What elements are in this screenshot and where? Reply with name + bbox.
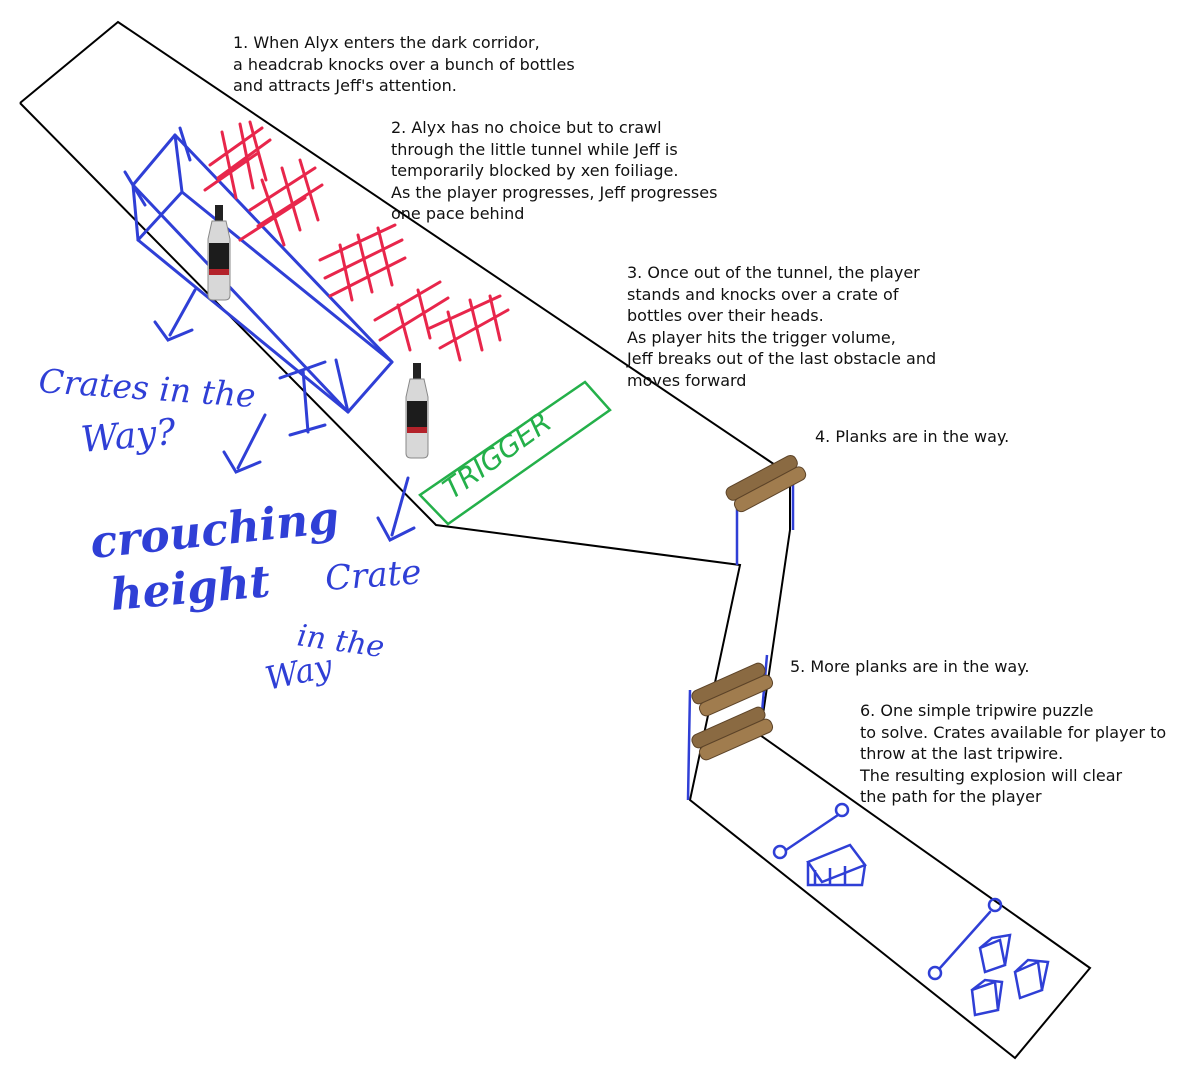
crawl-tunnel: [123, 126, 394, 437]
note-1: 1. When Alyx enters the dark corridor, a…: [233, 33, 575, 95]
note-5: 5. More planks are in the way.: [790, 657, 1030, 676]
note-3: 3. Once out of the tunnel, the player st…: [627, 263, 937, 390]
tripwire-icon: [772, 802, 1003, 981]
note-crouching-line1: crouching: [88, 492, 342, 569]
crate-icon: [806, 843, 867, 887]
sketch-arrows: [153, 288, 416, 542]
note-crates-in-way-line2: Way?: [79, 412, 178, 461]
note-2: 2. Alyx has no choice but to crawl throu…: [391, 118, 718, 223]
plank-icon: [725, 454, 807, 513]
plank-icon: [691, 662, 774, 717]
trigger-volume: TRIGGER: [418, 380, 612, 526]
plank-barrier-4: [725, 454, 807, 565]
note-crate-line3: Way: [262, 646, 337, 697]
note-crate-line1: Crate: [324, 552, 423, 599]
note-crates-in-way-line1: Crates in the: [37, 361, 256, 415]
xen-foliage: [203, 120, 510, 362]
corridor-outline: [19, 20, 1092, 1060]
crate-icon: [970, 933, 1050, 1017]
plank-barrier-5: [686, 654, 774, 801]
plank-icon: [691, 706, 774, 761]
bottle-icon: [207, 205, 231, 301]
note-6: 6. One simple tripwire puzzle to solve. …: [860, 701, 1167, 806]
note-crouching-line2: height: [109, 556, 273, 621]
note-4: 4. Planks are in the way.: [815, 427, 1010, 446]
bottle-icon: [405, 363, 429, 459]
